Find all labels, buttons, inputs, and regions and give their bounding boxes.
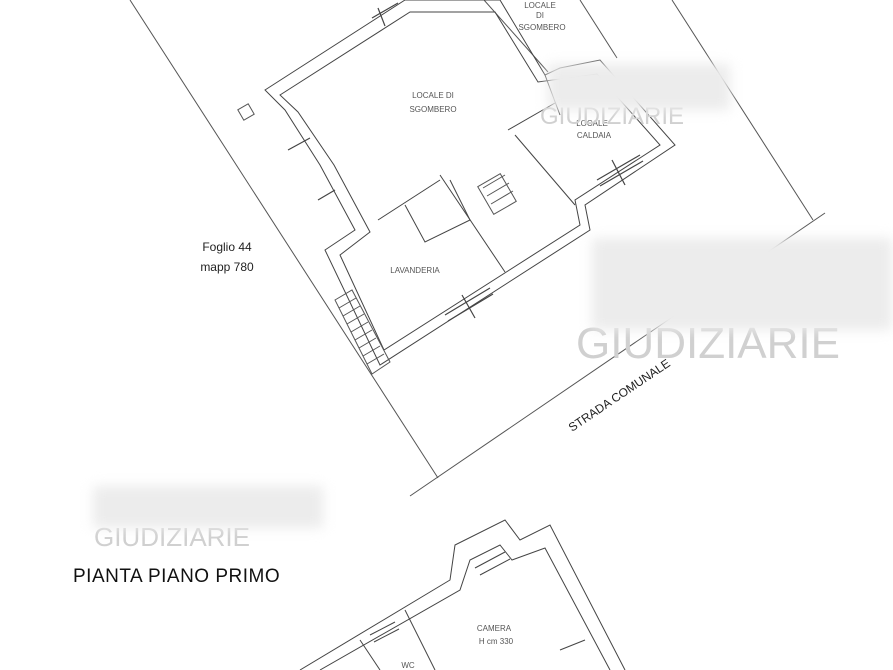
- label-sgombero-2: SGOMBERO: [409, 105, 456, 114]
- interior-stairs: [477, 172, 517, 216]
- first-floor-walls: [299, 519, 626, 670]
- watermark-blur-1: [548, 64, 730, 110]
- watermark-blur-3: [93, 486, 323, 528]
- label-wc: WC: [401, 661, 415, 670]
- label-camera-2: H cm 330: [479, 637, 514, 646]
- label-caldaia-2: CALDAIA: [577, 131, 612, 140]
- label-locale-top-2: DI: [536, 11, 544, 20]
- label-sgombero-1: LOCALE DI: [412, 91, 454, 100]
- parcel-mapp: mapp 780: [200, 260, 254, 274]
- exterior-stairs: [334, 289, 391, 375]
- label-camera-1: CAMERA: [477, 624, 512, 633]
- plan-heading: PIANTA PIANO PRIMO: [73, 566, 281, 587]
- parcel-foglio: Foglio 44: [202, 240, 252, 254]
- label-locale-top-1: LOCALE: [524, 1, 556, 10]
- window-marks: [287, 2, 644, 322]
- label-lavanderia: LAVANDERIA: [390, 266, 440, 275]
- label-locale-top-3: SGOMBERO: [518, 23, 565, 32]
- watermark-blur-2: [592, 238, 892, 330]
- survey-marker: [237, 103, 255, 121]
- label-caldaia-1: LOCALE: [576, 119, 608, 128]
